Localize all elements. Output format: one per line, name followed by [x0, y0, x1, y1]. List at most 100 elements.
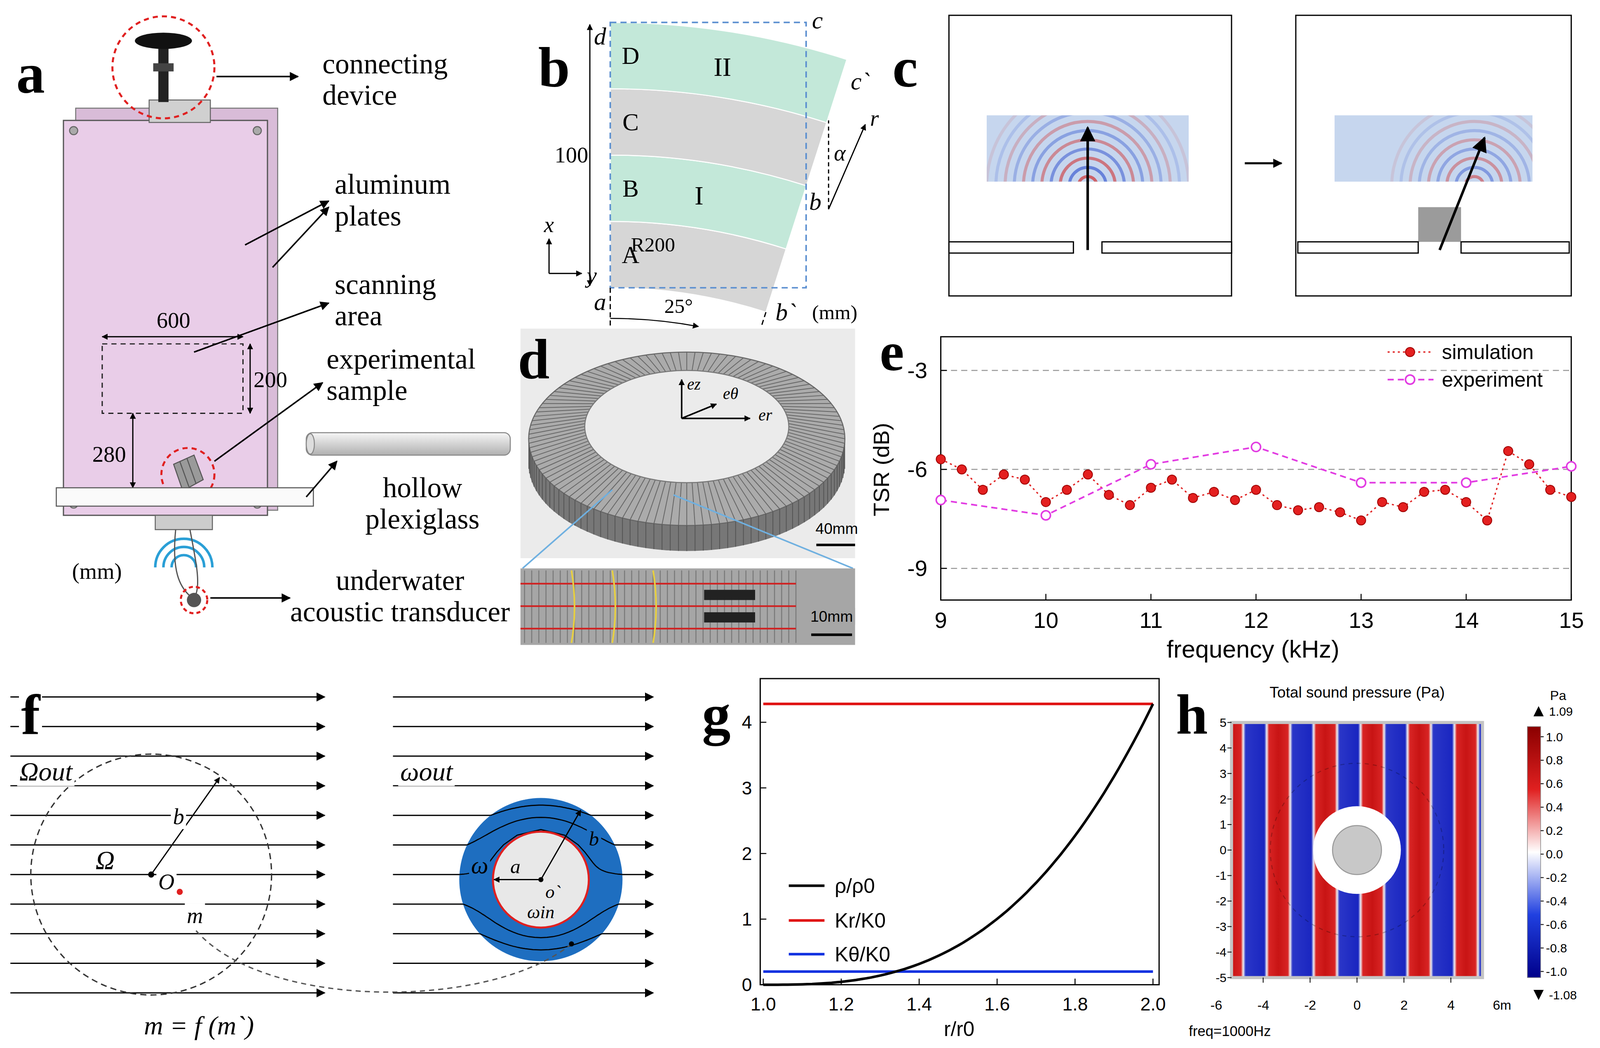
panel-h-field-part — [1527, 726, 1541, 978]
tsr-curves-part — [1251, 485, 1261, 495]
ring-sample-part — [718, 356, 736, 374]
ring-sample-part — [549, 482, 551, 508]
ring-sample-part — [553, 485, 555, 512]
panel-d-photo-part — [681, 417, 751, 420]
label: c` — [850, 68, 870, 95]
panel-e-plot-part — [940, 468, 1572, 470]
material-curves-part — [788, 952, 825, 955]
panel-d-photo-part — [816, 543, 856, 547]
ring-sample-part — [638, 356, 656, 374]
ring-sample-part — [781, 406, 835, 408]
panel-a-apparatus-part — [306, 433, 315, 455]
material-curves-part — [763, 702, 1154, 705]
ring-sample-part — [530, 452, 531, 478]
ring-sample-part — [539, 406, 592, 408]
label: b — [586, 827, 602, 850]
label: (mm) — [72, 558, 122, 584]
axis-ticks-part — [1227, 951, 1232, 953]
ring-sample-part — [586, 506, 588, 532]
tsr-curves-part — [940, 446, 1572, 516]
ring-sample-part — [772, 391, 820, 397]
panel-a-apparatus-part — [306, 461, 337, 498]
tsr-curves-part — [1083, 469, 1093, 479]
panel-a-apparatus-part — [174, 529, 198, 596]
label: D — [621, 42, 640, 70]
material-curves-part — [918, 978, 920, 985]
ring-sample-part — [830, 473, 832, 500]
label: -3 — [907, 358, 927, 383]
ring-sample-part — [783, 409, 838, 413]
ring-sample-part — [735, 520, 737, 547]
panel-f-right-field-part — [392, 725, 653, 728]
ring-sample-part — [713, 354, 728, 373]
label: ωin — [527, 902, 555, 923]
label: C — [622, 108, 639, 136]
ring-sample-part — [786, 438, 842, 457]
label: 1.0 — [750, 994, 777, 1015]
axis-ticks-part — [1540, 759, 1544, 761]
label: experimental sample — [326, 342, 477, 406]
tsr-curves-part — [1405, 375, 1415, 385]
tsr-curves-part — [1405, 347, 1415, 357]
closeup-photo-part — [571, 570, 575, 643]
label: -1.08 — [1548, 988, 1577, 1002]
axis-ticks-part — [1227, 875, 1232, 876]
panel-f-left-field-part — [10, 814, 325, 816]
axis-ticks-part — [1540, 877, 1544, 878]
ring-sample-part — [702, 525, 704, 551]
label: 600 — [156, 307, 191, 333]
label: y — [586, 263, 597, 289]
panel-a-apparatus-part — [132, 412, 134, 488]
panel-a-apparatus-part — [306, 432, 511, 455]
label: -1.0 — [1546, 964, 1568, 979]
panel-b-geometry-part — [610, 22, 847, 123]
label: -2 — [1304, 997, 1317, 1013]
ring-sample-part — [563, 493, 565, 519]
panel-h-field-part — [1231, 722, 1483, 978]
label: 4 — [741, 712, 753, 733]
label: 10 — [1033, 607, 1059, 633]
cloak-field-lines-part — [479, 933, 603, 950]
label: m — [184, 903, 205, 928]
panel-f-left-field-part — [10, 844, 325, 846]
tsr-curves-part — [1465, 593, 1467, 601]
tsr-curves-part — [999, 469, 1009, 479]
axis-ticks-part — [1403, 977, 1405, 983]
tsr-curves-part — [1440, 485, 1450, 495]
label: 0.4 — [1546, 800, 1563, 815]
ring-sample-part — [818, 485, 820, 512]
axis-ticks-part — [1227, 747, 1232, 749]
ring-sample-part — [762, 380, 805, 390]
panel-letter: d — [517, 327, 550, 391]
ring-sample-part — [621, 518, 623, 544]
material-curves-part — [763, 970, 1154, 973]
ring-sample-part — [792, 503, 793, 529]
label: -3 — [1215, 919, 1227, 934]
panel-a-apparatus-part — [253, 126, 262, 135]
label: o` — [545, 881, 561, 902]
ring-sample-part — [607, 513, 608, 540]
label: 5 — [1219, 715, 1227, 730]
ring-sample-part — [593, 509, 595, 535]
label: 0.0 — [1546, 847, 1563, 861]
ring-sample-part — [842, 452, 844, 478]
panel-letter: c — [892, 35, 918, 99]
ring-sample-part — [645, 480, 661, 523]
label: b — [809, 188, 822, 216]
wave-ripples-part — [1419, 130, 1530, 182]
tsr-curves-part — [957, 464, 967, 474]
material-curves-part — [760, 918, 767, 920]
panel-a-apparatus-part — [179, 461, 189, 487]
panel-a-apparatus-part — [102, 335, 244, 338]
label: a — [593, 288, 607, 316]
tsr-curves-part — [1398, 502, 1408, 512]
material-curves-part — [788, 884, 825, 887]
panel-a-apparatus — [56, 16, 511, 614]
ring-sample-part — [545, 478, 547, 504]
legend-label: simulation — [1441, 340, 1534, 364]
ring-sample-part — [558, 489, 560, 516]
tsr-curves-part — [1377, 497, 1387, 507]
ring-sample-part — [823, 482, 825, 508]
label: Pa — [1550, 688, 1567, 704]
label: Total sound pressure (Pa) — [1269, 683, 1445, 701]
